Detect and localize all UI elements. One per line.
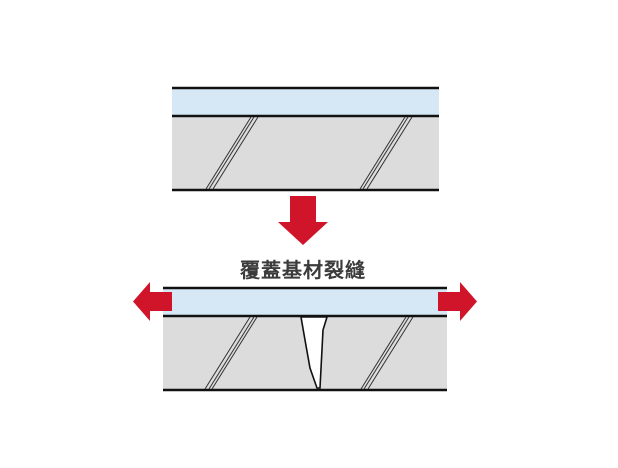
before-panel	[172, 86, 439, 192]
hatch-mark	[204, 316, 414, 390]
right-arrow-icon	[438, 282, 477, 321]
hatch-mark	[205, 116, 413, 190]
coating-layer	[163, 288, 447, 315]
caption: 覆蓋基材裂縫	[240, 258, 366, 282]
left-arrow-icon	[133, 282, 172, 321]
crack	[300, 316, 329, 389]
down-arrow-icon	[278, 196, 328, 245]
after-panel	[163, 286, 447, 392]
coating-layer	[172, 88, 439, 115]
